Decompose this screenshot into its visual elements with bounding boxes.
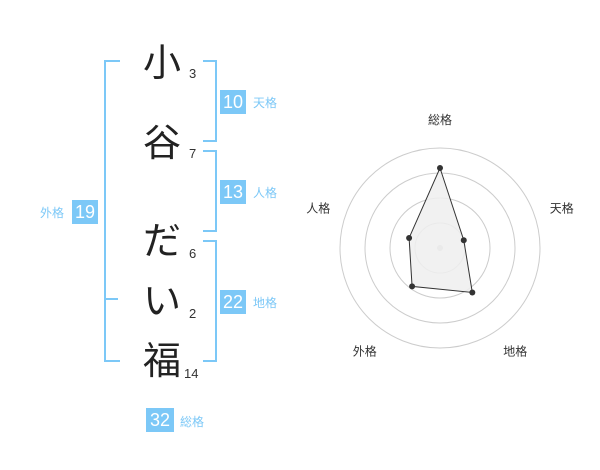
radar-axis-label-5: 人格 <box>306 200 330 215</box>
gai-kaku-value: 19 <box>72 200 98 224</box>
name-char-5: 福 <box>142 339 181 383</box>
name-char-1: 小 <box>142 41 181 85</box>
radar-axis-label-4: 外格 <box>353 344 377 359</box>
stroke-count-3: 6 <box>189 246 197 261</box>
gai-kaku-label: 外格 <box>40 206 65 220</box>
stroke-count-2: 7 <box>189 146 197 161</box>
ten-kaku-label: 天格 <box>253 96 278 110</box>
jin-kaku-value: 13 <box>220 180 246 204</box>
name-char-3: だ <box>142 219 181 263</box>
radar-axis-label-3: 地格 <box>503 344 527 359</box>
radar-axis-label-2: 天格 <box>550 200 574 215</box>
radar-point-5 <box>406 234 413 241</box>
radar-point-3 <box>469 289 476 296</box>
jin-bracket <box>203 150 217 232</box>
radar-grid-ring <box>339 147 541 349</box>
jin-kaku-label: 人格 <box>253 186 278 200</box>
radar-point-1 <box>437 165 443 171</box>
sou-kaku-value: 32 <box>146 408 174 432</box>
stroke-count-4: 2 <box>189 306 197 321</box>
ten-bracket <box>203 60 217 142</box>
sou-kaku-label: 総格 <box>180 415 205 429</box>
gai-bracket-tick <box>104 298 118 300</box>
chi-kaku-value: 22 <box>220 290 246 314</box>
chi-kaku-label: 地格 <box>253 296 278 310</box>
chi-bracket <box>203 240 217 362</box>
radar-axis-label-1: 総格 <box>428 112 452 127</box>
stroke-count-1: 3 <box>189 66 197 81</box>
radar-point-4 <box>409 283 416 290</box>
name-char-4: い <box>142 279 181 323</box>
radar-series-polygon <box>408 166 473 294</box>
stroke-count-5: 14 <box>184 366 199 381</box>
gai-bracket <box>104 60 120 362</box>
ten-kaku-value: 10 <box>220 90 246 114</box>
radar-point-2 <box>460 237 467 244</box>
name-char-2: 谷 <box>142 121 181 165</box>
